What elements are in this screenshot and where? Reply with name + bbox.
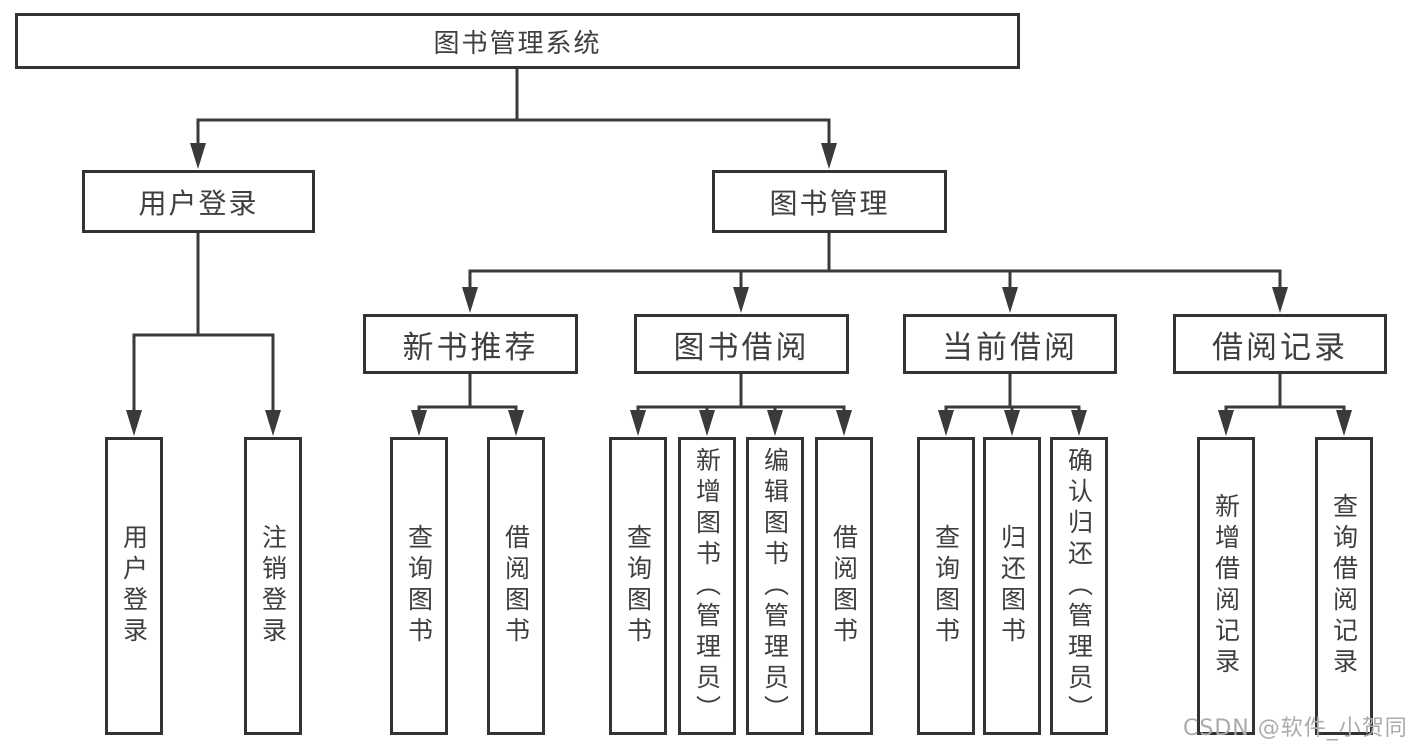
connector-root-to-level2: [190, 67, 837, 169]
leaf-return-book: 归还图书: [983, 437, 1041, 735]
node-current-borrow-label: 当前借阅: [942, 329, 1078, 366]
leaf-borrow-books-recommend-label: 借阅图书: [501, 524, 531, 648]
watermark: CSDN @软件_小贺同学: [1183, 716, 1405, 741]
leaf-confirm-return-admin: 确认归还（管理员）: [1050, 437, 1108, 735]
leaf-confirm-return-admin-label: 确认归还（管理员）: [1064, 446, 1094, 726]
node-new-book-recommend-label: 新书推荐: [402, 329, 539, 366]
node-new-book-recommend: 新书推荐: [363, 314, 578, 374]
node-borrow-records: 借阅记录: [1173, 314, 1387, 374]
leaf-borrow-books-label: 借阅图书: [829, 524, 859, 648]
leaf-query-books-recommend: 查询图书: [390, 437, 448, 735]
leaf-add-borrow-record: 新增借阅记录: [1197, 437, 1255, 735]
connector-user-login-children: [126, 231, 281, 436]
leaf-add-book-admin: 新增图书（管理员）: [678, 437, 736, 735]
leaf-borrow-books: 借阅图书: [815, 437, 873, 735]
leaf-logout-label: 注销登录: [258, 524, 288, 648]
leaf-query-books-borrow: 查询图书: [609, 437, 667, 735]
connector-current-borrow-children: [938, 371, 1087, 436]
node-book-borrow: 图书借阅: [634, 314, 849, 374]
leaf-add-book-admin-label: 新增图书（管理员）: [692, 446, 722, 726]
leaf-query-books-current-label: 查询图书: [931, 524, 961, 648]
leaf-return-book-label: 归还图书: [997, 524, 1027, 648]
leaf-add-borrow-record-label: 新增借阅记录: [1211, 493, 1241, 679]
leaf-borrow-books-recommend: 借阅图书: [487, 437, 545, 735]
node-user-login: 用户登录: [82, 170, 315, 233]
node-current-borrow: 当前借阅: [903, 314, 1117, 374]
leaf-query-borrow-record-label: 查询借阅记录: [1329, 493, 1359, 679]
leaf-logout: 注销登录: [244, 437, 302, 735]
node-borrow-records-label: 借阅记录: [1212, 329, 1348, 366]
leaf-query-borrow-record: 查询借阅记录: [1315, 437, 1373, 735]
connector-book-borrow-children: [630, 371, 852, 436]
leaf-user-login: 用户登录: [105, 437, 163, 735]
node-user-login-label: 用户登录: [138, 186, 259, 220]
leaf-query-books-borrow-label: 查询图书: [623, 524, 653, 648]
connector-book-mgmt-children: [462, 231, 1288, 313]
leaf-query-books-recommend-label: 查询图书: [404, 524, 434, 648]
leaf-query-books-current: 查询图书: [917, 437, 975, 735]
node-book-mgmt-label: 图书管理: [769, 186, 890, 220]
connector-new-book-children: [411, 371, 524, 436]
connector-borrow-record-children: [1218, 371, 1352, 436]
node-root: 图书管理系统: [15, 13, 1020, 69]
leaf-user-login-label: 用户登录: [119, 524, 149, 648]
leaf-edit-book-admin-label: 编辑图书（管理员）: [760, 446, 790, 726]
node-root-label: 图书管理系统: [433, 28, 602, 59]
node-book-borrow-label: 图书借阅: [673, 329, 810, 366]
node-book-mgmt: 图书管理: [712, 170, 947, 233]
leaf-edit-book-admin: 编辑图书（管理员）: [746, 437, 804, 735]
